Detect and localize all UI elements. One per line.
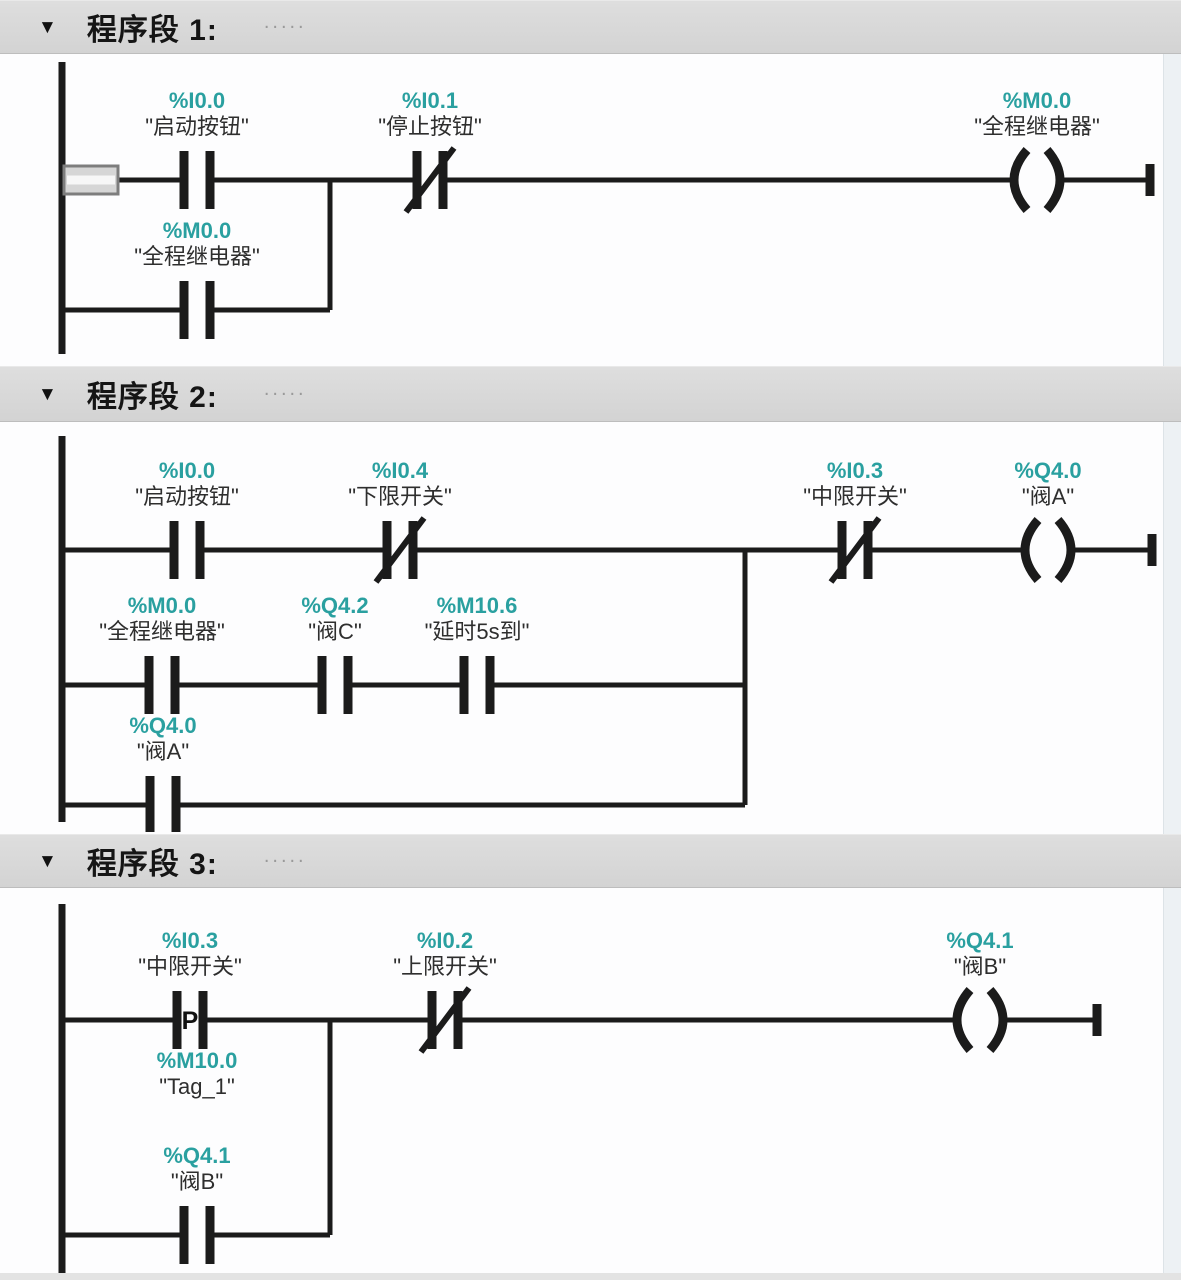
contact-no-master-relay-branch[interactable] (179, 281, 215, 339)
network1-comment[interactable]: ..... (263, 10, 307, 33)
operand-label: %I0.1 "停止按钮" (378, 88, 482, 140)
operand-address[interactable]: %I0.0 (158, 458, 216, 483)
bottom-margin (0, 1273, 1181, 1280)
operand-label: %Q4.0 "阀A" (1014, 458, 1081, 510)
operand-label: %M0.0 "全程继电器" (134, 218, 260, 270)
operand-address[interactable]: %I0.0 (168, 88, 226, 113)
operand-address[interactable]: %M0.0 (162, 218, 232, 243)
edge-memory-tag-label: %M10.0 "Tag_1" (157, 1048, 238, 1100)
network1-ladder: %I0.0 "启动按钮" %I0.1 "停止按钮" %M0.0 "全程继电器" … (0, 54, 1181, 366)
network2-diagram (58, 436, 1157, 832)
operand-address[interactable]: %I0.3 (826, 458, 884, 483)
network2-title: 程序段 2: (86, 381, 218, 414)
operand-address[interactable]: %Q4.1 (163, 1143, 231, 1168)
operand-label: %Q4.2 "阀C" (301, 593, 368, 645)
operand-label: %I0.3 "中限开关" (803, 458, 907, 510)
contact-nc-upper-limit-switch[interactable] (418, 986, 472, 1054)
network2-header: ▼ 程序段 2: ..... (0, 366, 1181, 422)
network1-title: 程序段 1: (86, 14, 218, 47)
rung-start-placeholder[interactable] (62, 164, 120, 196)
network3-title: 程序段 3: (86, 848, 218, 881)
operand-label: %I0.0 "启动按钮" (145, 88, 249, 140)
operand-name[interactable]: "上限开关" (393, 954, 497, 979)
network2-ladder: %I0.0 "启动按钮" %I0.4 "下限开关" %I0.3 "中限开关" %… (0, 422, 1181, 834)
operand-address[interactable]: %M0.0 (127, 593, 197, 618)
operand-address[interactable]: %I0.2 (416, 928, 474, 953)
operand-name[interactable]: "全程继电器" (134, 244, 260, 269)
collapse-triangle-icon[interactable]: ▼ (38, 16, 57, 38)
network2-comment[interactable]: ..... (263, 377, 307, 400)
operand-name[interactable]: "阀A" (1021, 484, 1075, 509)
coil-valve-b[interactable] (952, 987, 1008, 1053)
operand-name[interactable]: "Tag_1" (159, 1074, 235, 1099)
wires (62, 1017, 1094, 1238)
network3-comment[interactable]: ..... (263, 844, 307, 867)
operand-name[interactable]: "中限开关" (138, 954, 242, 979)
operand-name[interactable]: "启动按钮" (135, 484, 239, 509)
contact-nc-middle-limit-switch[interactable] (828, 516, 882, 584)
operand-name[interactable]: "阀C" (308, 619, 362, 644)
contact-no-start-button[interactable] (179, 151, 215, 209)
p-edge-modifier: P (182, 1007, 199, 1035)
coil-valve-a[interactable] (1020, 517, 1076, 583)
operand-label: %I0.0 "启动按钮" (135, 458, 239, 510)
network1-header: ▼ 程序段 1: ..... (0, 0, 1181, 54)
operand-name[interactable]: "全程继电器" (99, 619, 225, 644)
collapse-triangle-icon[interactable]: ▼ (38, 850, 57, 872)
contact-no-valve-c[interactable] (317, 656, 353, 714)
operand-name[interactable]: "停止按钮" (378, 114, 482, 139)
wires (62, 177, 1148, 313)
network3-diagram: P (58, 904, 1102, 1273)
operand-address[interactable]: %Q4.0 (1014, 458, 1082, 483)
operand-name[interactable]: "下限开关" (348, 484, 452, 509)
operand-name[interactable]: "阀A" (136, 739, 190, 764)
right-margin (1163, 888, 1181, 1280)
contact-nc-stop-button[interactable] (403, 146, 457, 214)
operand-address[interactable]: %I0.1 (401, 88, 459, 113)
operand-address[interactable]: %Q4.1 (946, 928, 1014, 953)
contact-no-start-button[interactable] (169, 521, 205, 579)
network3-header: ▼ 程序段 3: ..... (0, 834, 1181, 888)
network3-ladder: P %I0.3 "中限开关" %I0.2 "上限开关" (0, 888, 1181, 1280)
operand-name[interactable]: "启动按钮" (145, 114, 249, 139)
right-margin (1163, 422, 1181, 834)
operand-name[interactable]: "阀B" (170, 1169, 224, 1194)
operand-label: %M0.0 "全程继电器" (974, 88, 1100, 140)
operand-address[interactable]: %M10.6 (436, 593, 518, 618)
operand-label: %I0.4 "下限开关" (348, 458, 452, 510)
network1-diagram (58, 62, 1155, 354)
operand-address[interactable]: %I0.3 (161, 928, 219, 953)
operand-label: %M10.6 "延时5s到" (425, 593, 530, 645)
operand-name[interactable]: "延时5s到" (424, 619, 530, 644)
contact-no-valve-b-branch[interactable] (179, 1206, 215, 1264)
coil-master-relay[interactable] (1009, 147, 1065, 213)
operand-address[interactable]: %Q4.0 (129, 713, 197, 738)
contact-p-edge-middle-limit-switch[interactable]: P (172, 991, 208, 1049)
operand-address[interactable]: %Q4.2 (301, 593, 369, 618)
operand-label: %Q4.1 "阀B" (946, 928, 1013, 980)
contact-nc-lower-limit-switch[interactable] (373, 516, 427, 584)
wires (62, 547, 1150, 808)
operand-label: %I0.2 "上限开关" (393, 928, 497, 980)
operand-name[interactable]: "阀B" (953, 954, 1007, 979)
operand-address[interactable]: %M0.0 (1002, 88, 1072, 113)
contact-no-master-relay-branch[interactable] (144, 656, 180, 714)
operand-name[interactable]: "全程继电器" (974, 114, 1100, 139)
operand-address[interactable]: %I0.4 (371, 458, 429, 483)
operand-label: %Q4.1 "阀B" (163, 1143, 230, 1195)
operand-label: %Q4.0 "阀A" (129, 713, 196, 765)
contact-no-delay-5s-done[interactable] (459, 656, 495, 714)
operand-label: %I0.3 "中限开关" (138, 928, 242, 980)
right-margin (1163, 54, 1181, 366)
operand-name[interactable]: "中限开关" (803, 484, 907, 509)
operand-label: %M0.0 "全程继电器" (99, 593, 225, 645)
collapse-triangle-icon[interactable]: ▼ (38, 383, 57, 405)
contact-no-valve-a-branch[interactable] (145, 776, 181, 832)
operand-address[interactable]: %M10.0 (156, 1048, 238, 1073)
